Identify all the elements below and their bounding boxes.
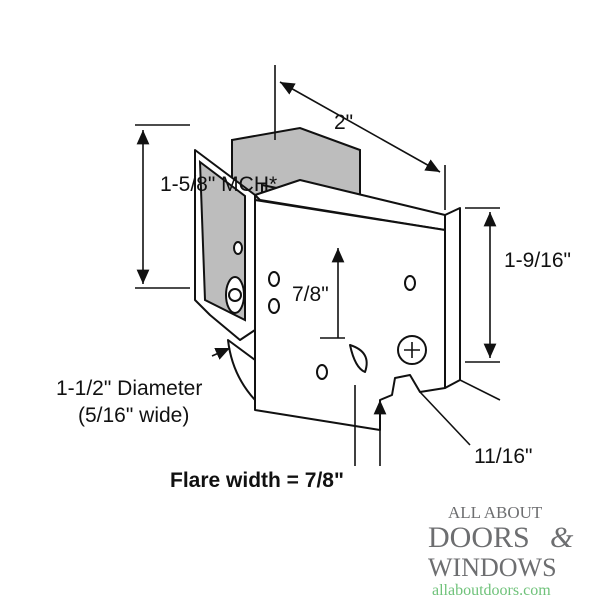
inner-label: 7/8" — [292, 283, 329, 306]
width-label: 2" — [334, 111, 354, 134]
logo-line3: WINDOWS — [428, 553, 557, 582]
right-side — [444, 207, 461, 389]
wheel-width-label: (5/16" wide) — [78, 404, 190, 427]
inner-dimension — [320, 248, 345, 339]
wheel — [227, 339, 256, 401]
hole — [404, 275, 416, 291]
logo-url: allaboutdoors.com — [432, 582, 551, 599]
height-label: 1-9/16" — [504, 249, 571, 272]
hole — [268, 271, 280, 287]
hole — [316, 364, 328, 380]
diameter-label: 1-1/2" Diameter — [56, 377, 203, 400]
depth-label: 11/16" — [474, 445, 533, 468]
mch-label: 1-5/8" MCH* — [160, 173, 278, 196]
width-extension — [274, 65, 446, 210]
logo-line2: DOORS — [428, 521, 530, 554]
hole — [268, 298, 280, 314]
mch-extension — [135, 124, 190, 289]
width-dimension — [279, 81, 441, 173]
flare-leader — [354, 385, 380, 466]
logo-ampersand: & — [550, 521, 574, 554]
front-body — [254, 199, 446, 431]
diameter-leader — [211, 347, 231, 360]
depth-dimension — [419, 379, 501, 446]
flare-label: Flare width = 7/8" — [170, 469, 344, 492]
height-extension — [465, 207, 500, 363]
screw — [228, 288, 242, 302]
hole — [233, 241, 243, 255]
adjust-tab — [349, 344, 368, 373]
logo-line1: ALL ABOUT — [448, 503, 543, 522]
screw-cross — [404, 342, 420, 358]
